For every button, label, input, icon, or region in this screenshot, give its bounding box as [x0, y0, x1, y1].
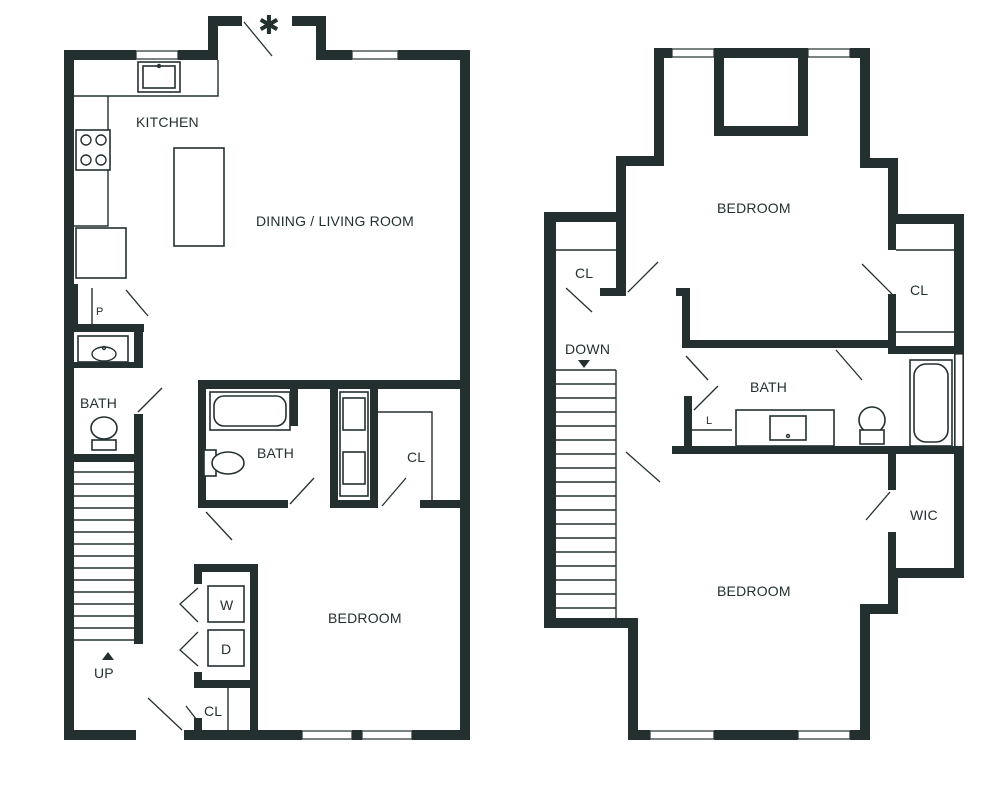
right-closet-label: CL	[910, 282, 928, 298]
closet-label: CL	[407, 449, 425, 465]
vanity-and-closet	[330, 380, 470, 508]
first-floor-windows	[135, 50, 413, 740]
bottom-bedroom-label: BEDROOM	[717, 583, 791, 599]
dining-living-room-label: DINING / LIVING ROOM	[256, 213, 414, 229]
walk-in-closet-label: WIC	[910, 507, 938, 523]
second-floor-bath-label: BATH	[750, 379, 787, 395]
half-bath	[74, 324, 163, 462]
pantry-label: P	[96, 306, 104, 318]
first-floor-stairs	[74, 462, 143, 660]
first-floor-exterior-walls	[64, 16, 470, 740]
laundry-area	[147, 564, 258, 740]
kitchen-label: KITCHEN	[136, 114, 199, 130]
pantry	[74, 284, 149, 332]
second-floor-bath	[625, 288, 964, 578]
half-bath-label: BATH	[80, 395, 117, 411]
linen-closet-label: L	[706, 415, 712, 427]
left-closet	[556, 249, 659, 313]
bedroom-label: BEDROOM	[328, 610, 402, 626]
kitchen-counters	[74, 60, 225, 279]
left-closet-label: CL	[575, 265, 593, 281]
stairs-down-label: DOWN	[565, 341, 610, 357]
dryer-label: D	[221, 641, 231, 657]
stairs-up-label: UP	[94, 665, 114, 681]
laundry-closet-label: CL	[204, 703, 222, 719]
second-floor-plan: CL DOWN BEDROOM CL	[544, 48, 964, 740]
washer-label: W	[220, 597, 234, 613]
top-bedroom-label: BEDROOM	[717, 200, 791, 216]
entry-door[interactable]: ✱	[243, 11, 280, 57]
entry-marker: ✱	[258, 11, 280, 41]
second-floor-stairs	[556, 360, 617, 618]
bath-label: BATH	[257, 445, 294, 461]
first-floor-plan: ✱ KITCHEN DINING / LIVING ROOM P	[64, 11, 470, 740]
right-closet	[861, 224, 954, 354]
